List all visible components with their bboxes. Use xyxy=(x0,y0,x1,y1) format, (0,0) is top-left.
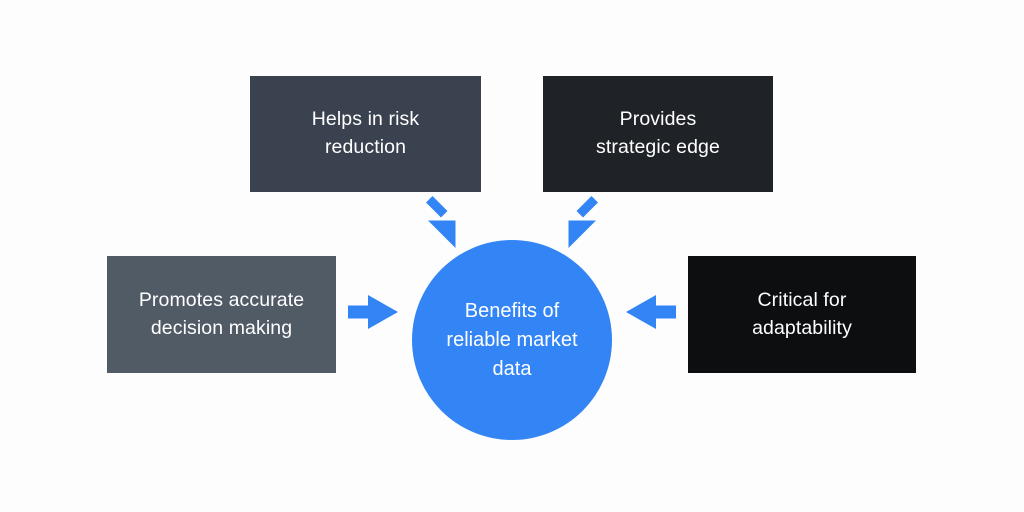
arrow-down-left-icon xyxy=(568,196,598,248)
node-box-risk[interactable]: Helps in risk reduction xyxy=(250,76,481,192)
node-label-risk: Helps in risk reduction xyxy=(311,108,420,158)
node-box-adaptability[interactable]: Critical for adaptability xyxy=(688,256,916,373)
node-box-strategic[interactable]: Provides strategic edge xyxy=(543,76,773,192)
node-box-decision[interactable]: Promotes accurate decision making xyxy=(107,256,336,373)
center-node-label: Benefits of reliable market data xyxy=(446,299,578,380)
node-label-adaptability: Critical for adaptability xyxy=(752,288,852,339)
node-label-decision: Promotes accurate decision making xyxy=(138,288,305,339)
arrow-right-icon xyxy=(348,295,398,329)
center-node-circle[interactable]: Benefits of reliable market data xyxy=(412,240,612,440)
node-label-strategic: Provides strategic edge xyxy=(596,108,720,158)
arrow-down-right-icon xyxy=(426,196,456,248)
arrow-left-icon xyxy=(626,295,676,329)
